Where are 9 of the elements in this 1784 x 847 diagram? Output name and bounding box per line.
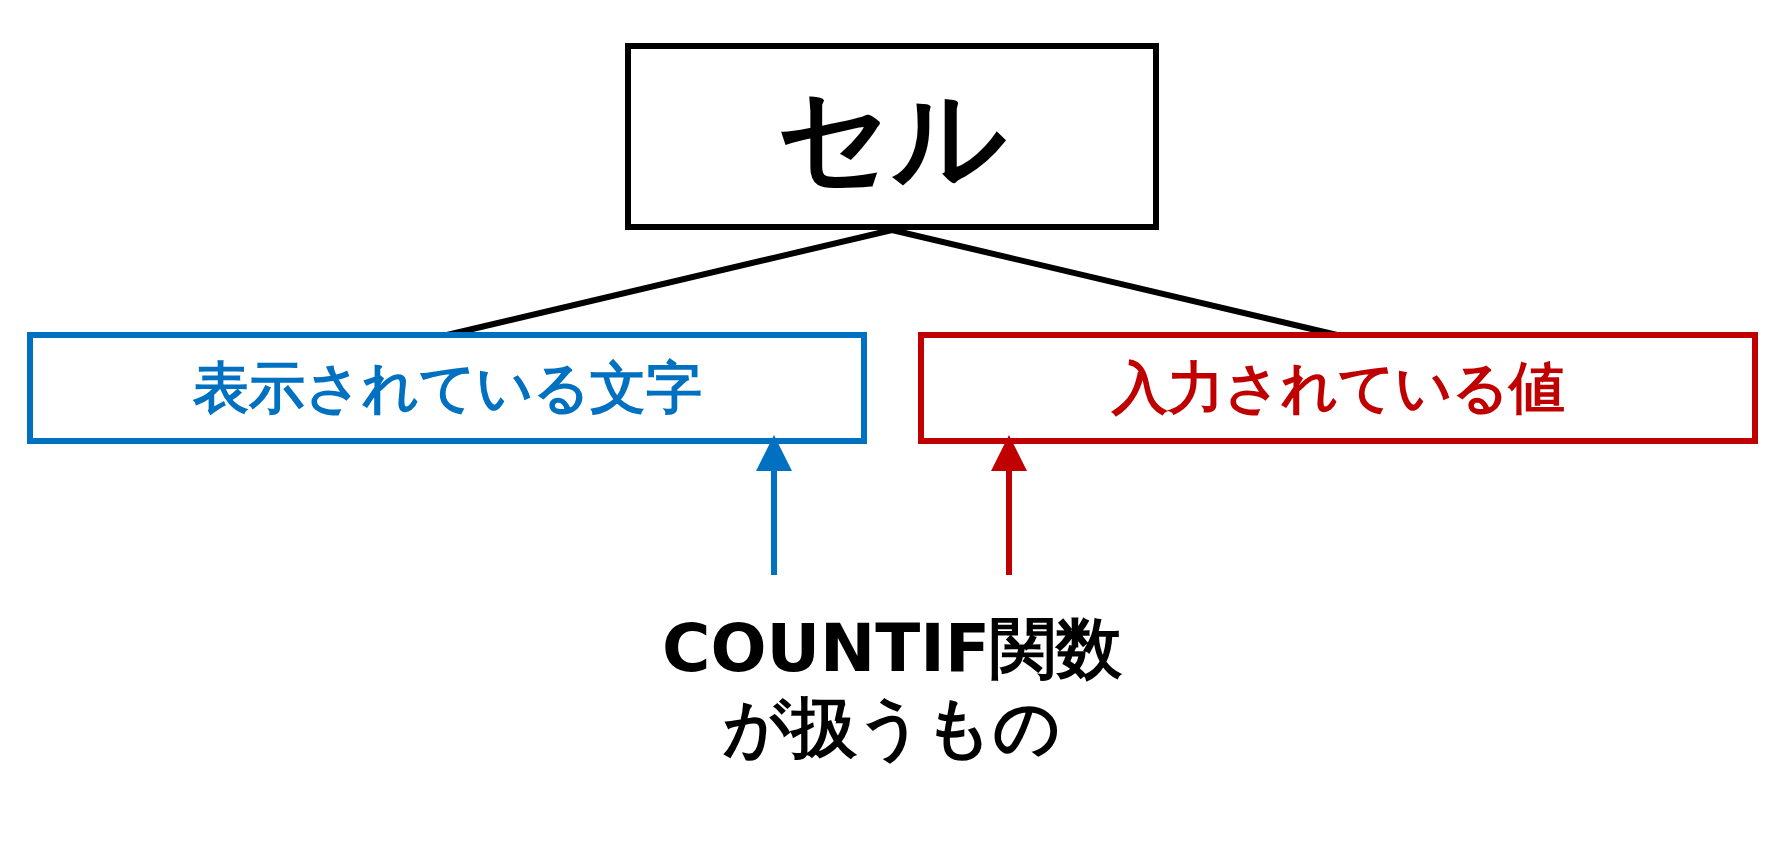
category-box bbox=[27, 332, 867, 444]
caption-text: COUNTIF関数が扱うもの bbox=[660, 609, 1123, 768]
box-label: 表示されている文字 bbox=[192, 360, 702, 416]
arrow bbox=[756, 435, 792, 575]
arrow bbox=[991, 435, 1027, 575]
category-box bbox=[918, 332, 1758, 444]
box-label: 入力されている値 bbox=[1111, 360, 1565, 416]
cell-box bbox=[625, 43, 1159, 230]
box-title: セル bbox=[777, 80, 1007, 193]
